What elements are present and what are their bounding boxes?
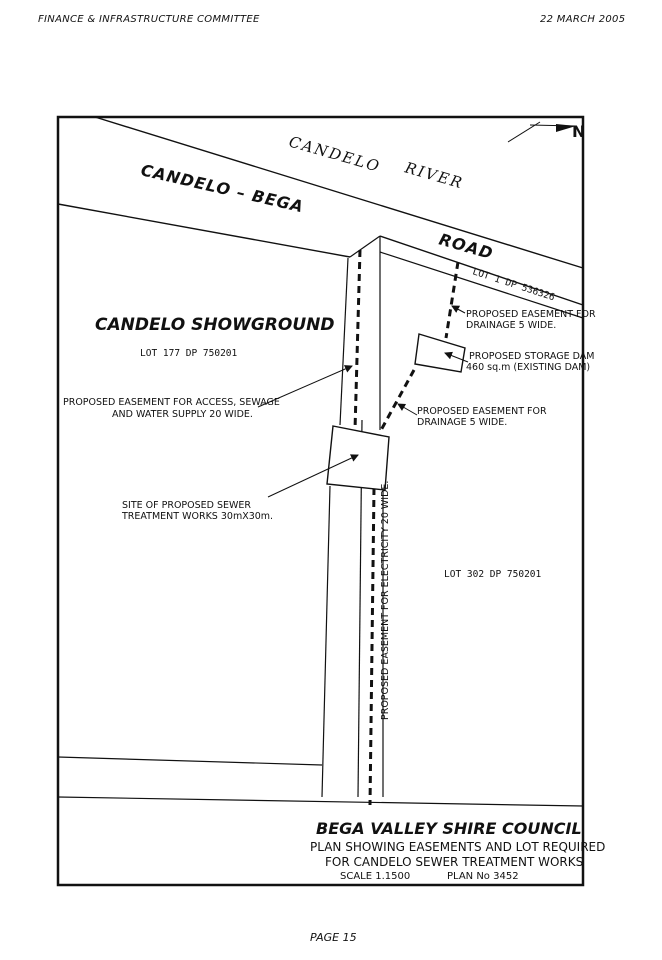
- header-date: 22 MARCH 2005: [540, 14, 626, 25]
- river-label-candelo: CANDELO: [287, 133, 383, 176]
- access-easement-leader: [257, 365, 353, 408]
- access-easement-label-2: AND WATER SUPPLY 20 WIDE.: [112, 409, 253, 420]
- storage-dam-label-2: 460 sq.m (EXISTING DAM): [466, 362, 590, 373]
- council-name: BEGA VALLEY SHIRE COUNCIL: [316, 819, 582, 838]
- drainage-mid-label-2: DRAINAGE 5 WIDE.: [417, 417, 507, 428]
- strip-top: [349, 235, 381, 258]
- storage-dam-leader: [444, 351, 469, 363]
- drainage-mid-label-1: PROPOSED EASEMENT FOR: [417, 406, 547, 417]
- title-line-1: PLAN SHOWING EASEMENTS AND LOT REQUIRED: [310, 840, 605, 854]
- title-line-2: FOR CANDELO SEWER TREATMENT WORKS: [325, 855, 583, 869]
- road-name-left: CANDELO – BEGA: [139, 160, 306, 216]
- header-committee: FINANCE & INFRASTRUCTURE COMMITTEE: [38, 14, 260, 25]
- plan-scale: SCALE 1.1500: [340, 871, 410, 882]
- road-edge-left: [57, 203, 351, 258]
- strip-left-edge-lower: [321, 485, 331, 798]
- lot302-label: LOT 302 DP 750201: [444, 569, 542, 580]
- storage-dam-outline: [414, 333, 466, 373]
- plan-lower-boundary: [57, 796, 584, 807]
- sewer-site-label-2: TREATMENT WORKS 30mX30m.: [121, 511, 273, 522]
- sewer-site-leader: [267, 454, 359, 498]
- plan-border: [56, 115, 585, 887]
- storage-dam-label-1: PROPOSED STORAGE DAM: [469, 351, 594, 362]
- electricity-easement-label: PROPOSED EASEMENT FOR ELECTRICITY 20 WID…: [380, 481, 391, 720]
- river-bank-line: [94, 116, 584, 269]
- drainage-top-leader: [451, 305, 466, 314]
- north-arrow-icon: N: [507, 121, 585, 143]
- drainage-top-label-2: DRAINAGE 5 WIDE.: [466, 320, 556, 331]
- road-edge-right: [379, 235, 584, 306]
- drainage-mid-leader: [397, 403, 418, 416]
- drainage-easement-mid-dashed: [378, 369, 416, 433]
- plan-number: PLAN No 3452: [447, 871, 519, 882]
- page-number: PAGE 15: [310, 931, 357, 944]
- drainage-easement-top-dashed: [444, 261, 460, 339]
- showground-title: CANDELO SHOWGROUND: [95, 315, 335, 335]
- drainage-top-label-1: PROPOSED EASEMENT FOR: [466, 309, 596, 320]
- access-easement-label-1: PROPOSED EASEMENT FOR ACCESS, SEWAGE: [63, 397, 280, 408]
- showground-lot: LOT 177 DP 750201: [140, 348, 238, 359]
- sewer-site-outline: [326, 425, 390, 491]
- strip-left-edge: [339, 257, 349, 426]
- access-easement-dashed: [353, 249, 362, 431]
- sewer-site-label-1: SITE OF PROPOSED SEWER: [122, 500, 251, 511]
- north-symbol: N: [572, 122, 585, 141]
- lot1-boundary: [379, 251, 584, 319]
- river-label-river: RIVER: [402, 158, 466, 192]
- electricity-easement-dashed: [368, 487, 376, 806]
- showground-lower-boundary: [57, 756, 323, 766]
- lot1-label: LOT 1 DP 536326: [471, 266, 556, 303]
